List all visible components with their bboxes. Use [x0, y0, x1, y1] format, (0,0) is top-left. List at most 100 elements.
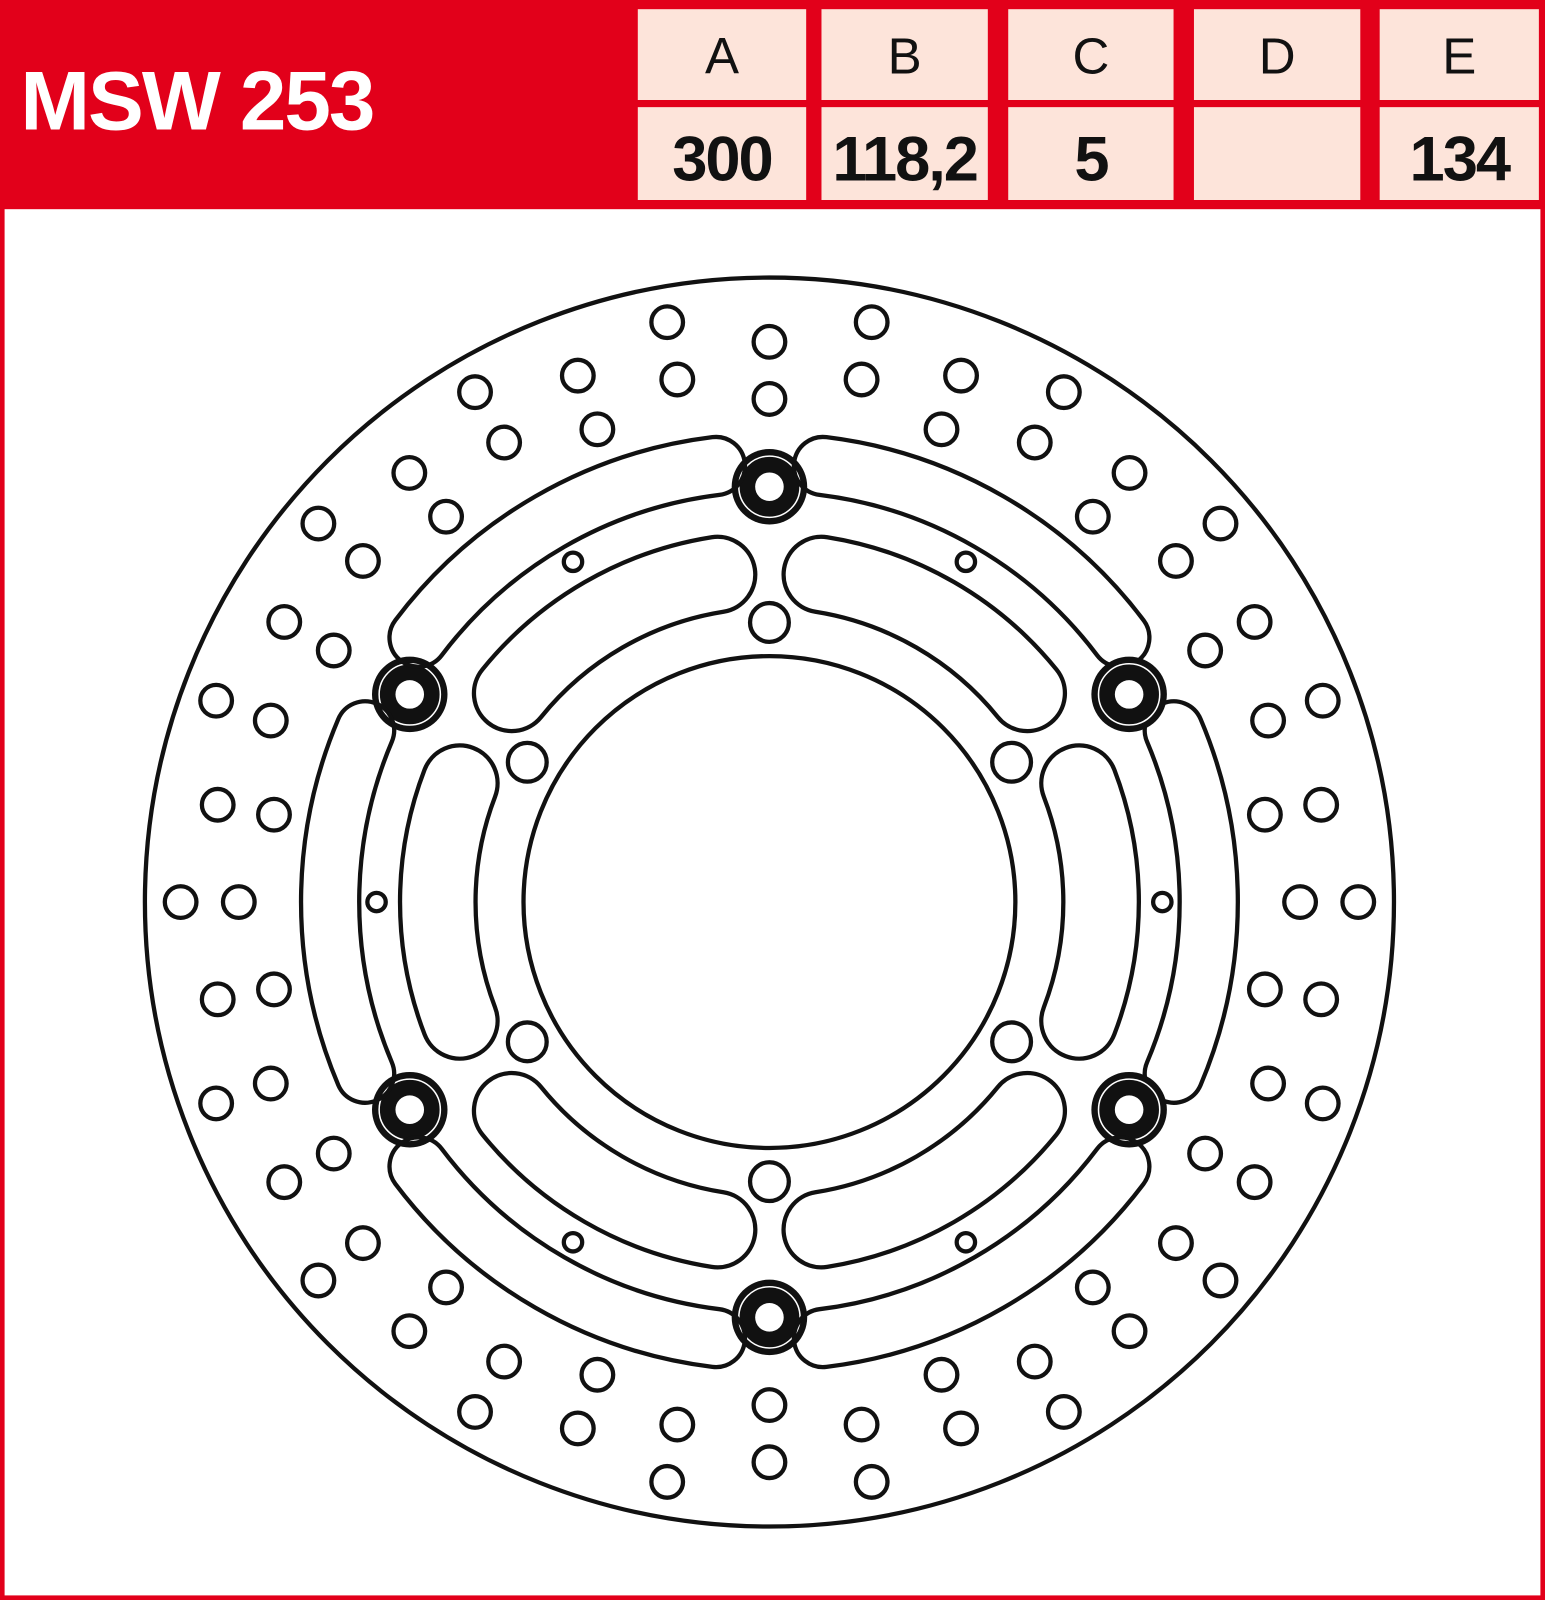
drilled-hole	[943, 1410, 980, 1447]
carrier-hole	[747, 600, 791, 644]
drilled-hole	[1045, 374, 1082, 411]
drilled-hole	[1187, 1135, 1224, 1172]
drilled-hole	[923, 1356, 960, 1393]
inner-carrier-slot	[397, 743, 500, 1061]
drilled-hole	[1340, 884, 1377, 920]
drilled-hole	[1016, 1343, 1053, 1380]
floating-bobbin	[1091, 1071, 1167, 1148]
drilled-hole	[344, 1225, 381, 1262]
value-cell	[637, 107, 807, 200]
outer-carrier-slot	[298, 699, 397, 1105]
drilled-hole	[659, 1406, 696, 1443]
value-cell	[1379, 107, 1539, 200]
drilled-hole	[751, 1387, 788, 1424]
center-bore	[521, 653, 1018, 1151]
drilled-hole	[220, 884, 257, 920]
drilled-hole	[853, 1463, 890, 1500]
drilled-hole	[344, 543, 381, 579]
small-rivet-hole	[365, 890, 388, 914]
carrier-hole	[747, 1160, 791, 1204]
drilled-hole	[559, 357, 596, 394]
drilled-hole	[391, 454, 428, 491]
carrier-hole	[990, 740, 1034, 784]
drilled-hole	[559, 1410, 596, 1447]
floating-bobbin	[371, 1071, 448, 1148]
drilled-hole	[266, 1164, 303, 1201]
drilled-hole	[579, 411, 616, 448]
drilled-hole	[199, 981, 236, 1018]
drilled-hole	[1303, 786, 1340, 823]
drilled-hole	[1304, 682, 1341, 719]
drilled-hole	[1236, 603, 1273, 640]
inner-carrier-slot	[1039, 743, 1141, 1061]
drilled-hole	[751, 1444, 788, 1481]
drilled-hole	[843, 361, 880, 398]
header-cell	[1193, 9, 1361, 101]
header-cell	[637, 9, 807, 101]
drilled-hole	[1111, 454, 1148, 491]
inner-carrier-slot	[471, 1070, 758, 1270]
drilled-hole	[198, 1085, 235, 1122]
column-label: D	[1259, 27, 1296, 84]
drilled-hole	[256, 796, 292, 833]
drilled-hole	[315, 1135, 352, 1172]
drilled-hole	[1045, 1393, 1082, 1430]
drilled-hole	[256, 971, 292, 1008]
spec-column-b: B 118,2	[821, 9, 988, 200]
drilled-hole	[1236, 1164, 1273, 1201]
drilled-hole	[1157, 543, 1194, 579]
column-label: B	[888, 27, 922, 84]
drilled-hole	[252, 1065, 289, 1102]
drilled-hole	[649, 304, 686, 341]
drilled-hole	[457, 1393, 493, 1430]
small-rivet-hole	[561, 550, 585, 574]
drilled-hole	[300, 505, 337, 542]
column-label: E	[1442, 27, 1476, 84]
inner-carrier-slot	[781, 534, 1068, 734]
column-label: A	[705, 27, 739, 84]
carrier-hole	[505, 1020, 549, 1064]
drilled-hole	[1074, 1269, 1111, 1306]
value-cell	[1193, 107, 1361, 200]
drilled-hole	[659, 361, 696, 398]
drilled-hole	[486, 424, 523, 461]
drilled-hole	[1016, 424, 1053, 461]
drilled-hole	[1111, 1313, 1148, 1350]
drilled-hole	[843, 1406, 880, 1443]
drilled-hole	[199, 786, 236, 823]
value-cell	[1008, 107, 1174, 200]
part-number-title: MSW 253	[20, 54, 373, 148]
drilled-hole	[1246, 971, 1283, 1008]
outer-carrier-slot	[791, 1135, 1152, 1370]
drilled-hole	[198, 682, 235, 719]
drilled-hole	[1187, 632, 1224, 669]
drilled-hole	[1157, 1225, 1194, 1262]
column-label: C	[1072, 27, 1109, 84]
floating-bobbin	[731, 448, 808, 525]
drilled-hole	[1303, 981, 1340, 1018]
drilled-hole	[486, 1343, 523, 1380]
spec-column-c: C5	[1008, 9, 1174, 200]
drilled-hole	[1304, 1085, 1341, 1122]
drilled-hole	[315, 632, 352, 669]
drilled-hole	[428, 1269, 465, 1306]
small-rivet-hole	[1150, 890, 1174, 914]
drilled-hole	[751, 323, 788, 360]
drilled-hole	[457, 374, 493, 411]
drilled-hole	[943, 357, 980, 394]
inner-carrier-slot	[781, 1070, 1068, 1270]
drilled-hole	[1074, 498, 1111, 535]
value-cell	[821, 107, 988, 200]
outer-carrier-slot	[387, 1135, 748, 1370]
column-value: 118,2	[832, 125, 977, 195]
column-value: 5	[1074, 125, 1108, 195]
drilled-hole	[162, 884, 199, 920]
drilled-hole	[579, 1356, 616, 1393]
header-cell	[1379, 9, 1539, 101]
header-cell	[1008, 9, 1174, 101]
spec-column-d: D	[1193, 9, 1361, 200]
drilled-hole	[300, 1262, 337, 1299]
